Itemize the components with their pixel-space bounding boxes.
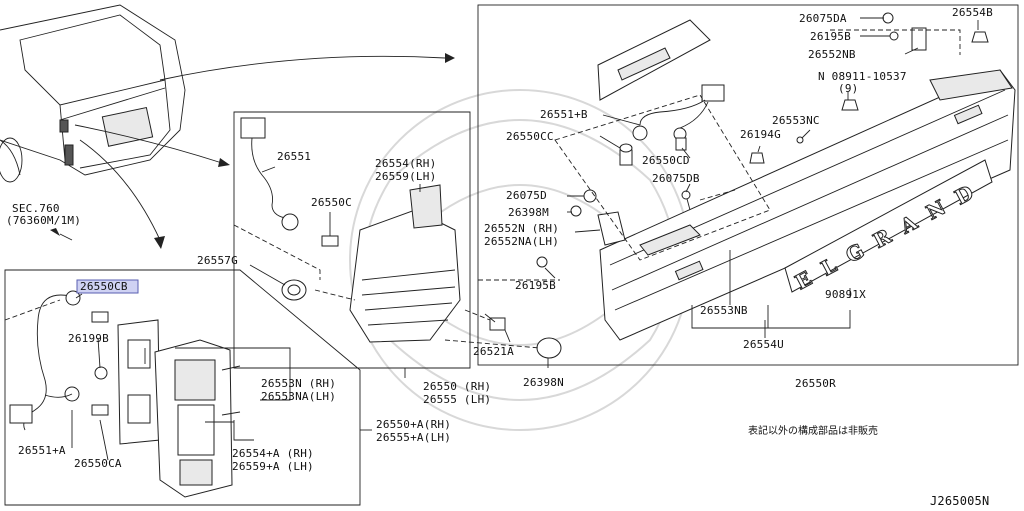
van-illustration: [0, 4, 186, 183]
label-26550cc: 26550CC: [506, 130, 554, 143]
bulb-26550cd[interactable]: [675, 137, 687, 151]
label-26551b: 26551+B: [540, 108, 588, 121]
harness-26551[interactable]: [240, 117, 299, 231]
label-26550a-rh: 26550+A(RH): [376, 418, 451, 431]
sec-760-sub-label: (76360M/1M): [6, 214, 81, 227]
label-26550rh: 26550 (RH): [423, 380, 491, 393]
label-26553na: 26553NA(LH): [261, 390, 336, 403]
label-26550cb: 26550CB: [80, 280, 128, 293]
label-26550c: 26550C: [311, 196, 352, 209]
cap-26398n[interactable]: [536, 337, 562, 359]
label-26555lh: 26555 (LH): [423, 393, 491, 406]
label-26075db: 26075DB: [652, 172, 700, 185]
clip-26195b-lower[interactable]: [536, 256, 548, 268]
label-26551a: 26551+A: [18, 444, 66, 457]
label-08911: N 08911-10537: [818, 70, 907, 83]
bulb-26550cb[interactable]: [91, 311, 109, 323]
label-26553nc: 26553NC: [772, 114, 820, 127]
label-26550r: 26550R: [795, 377, 836, 390]
label-26195b-bottom: 26195B: [515, 279, 556, 292]
label-26199b: 26199B: [68, 332, 109, 345]
label-26521a: 26521A: [473, 345, 514, 358]
bracket-26552n[interactable]: [597, 211, 626, 246]
screw-26521a[interactable]: [484, 313, 506, 331]
bulb-26550c[interactable]: [321, 235, 339, 247]
label-26554rh: 26554(RH): [375, 157, 436, 170]
label-90891x: 90891X: [825, 288, 866, 301]
bracket-26552nb[interactable]: [911, 27, 927, 51]
label-26550cd: 26550CD: [642, 154, 690, 167]
bulb-26550cc[interactable]: [619, 143, 633, 166]
nut-26554b[interactable]: [971, 31, 989, 43]
label-26398m: 26398M: [508, 206, 549, 219]
upper-lamp-box: [233, 111, 471, 369]
label-26553n: 26553N (RH): [261, 377, 336, 390]
label-26552nb: 26552NB: [808, 48, 856, 61]
label-26559a-lh: 26559+A (LH): [232, 460, 314, 473]
label-26552n: 26552N (RH): [484, 222, 559, 235]
grommet-26553nc[interactable]: [796, 136, 804, 144]
finisher-group-box: [477, 4, 1019, 366]
label-26075da: 26075DA: [799, 12, 847, 25]
screw-26075db[interactable]: [681, 190, 691, 200]
harness-26551b[interactable]: [632, 84, 725, 141]
label-26554a-rh: 26554+A (RH): [232, 447, 314, 460]
socket-26199b[interactable]: [94, 366, 108, 380]
label-26554u: 26554U: [743, 338, 784, 351]
label-26555a-lh: 26555+A(LH): [376, 431, 451, 444]
clip-26398m[interactable]: [570, 205, 582, 217]
label-26550ca: 26550CA: [74, 457, 122, 470]
bulb-26194g[interactable]: [749, 152, 765, 164]
upper-lamp-26554[interactable]: [349, 184, 461, 343]
gasket-26553n[interactable]: [117, 319, 161, 445]
label-26559lh: 26559(LH): [375, 170, 436, 183]
label-26554b: 26554B: [952, 6, 993, 19]
lower-lamp-box: [4, 269, 361, 506]
harness-26551a[interactable]: [9, 290, 81, 431]
not-sold-note: 表記以外の構成部品は非販売: [748, 424, 878, 437]
label-26551: 26551: [277, 150, 311, 163]
screw-26075da[interactable]: [882, 12, 894, 24]
label-26557g: 26557G: [197, 254, 238, 267]
diagram-id: J265005N: [930, 494, 989, 508]
grommet-26557g[interactable]: [281, 279, 307, 301]
label-26195b-top: 26195B: [810, 30, 851, 43]
sec-760-label: SEC.760: [12, 202, 60, 215]
nut-08911[interactable]: [841, 99, 859, 111]
label-08911-qty: (9): [838, 82, 858, 95]
label-26075d: 26075D: [506, 189, 547, 202]
label-26553nb: 26553NB: [700, 304, 748, 317]
lower-lamp-26554a[interactable]: [154, 339, 241, 498]
rear-finisher-bar[interactable]: [599, 69, 1016, 341]
highlight-26550cb[interactable]: [76, 279, 139, 294]
label-26194g: 26194G: [740, 128, 781, 141]
label-26552na: 26552NA(LH): [484, 235, 559, 248]
clip-26195b[interactable]: [889, 31, 899, 41]
bulb-26550ca[interactable]: [91, 404, 109, 416]
label-26398n: 26398N: [523, 376, 564, 389]
